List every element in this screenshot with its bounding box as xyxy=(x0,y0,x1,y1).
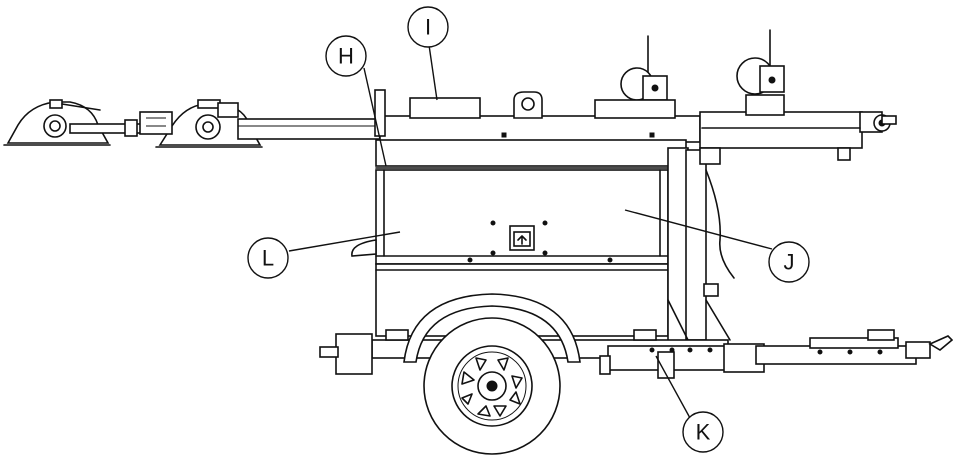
callout-l: L xyxy=(247,237,289,279)
lamp-head-center xyxy=(155,99,263,148)
leader-lines xyxy=(288,44,773,419)
callout-j-label: J xyxy=(784,250,795,275)
callout-i: I xyxy=(407,6,449,48)
top-winch-2 xyxy=(736,29,785,116)
mast-post xyxy=(667,147,735,345)
lamp-crossbar xyxy=(69,111,173,137)
callout-k: K xyxy=(682,411,724,453)
wheel xyxy=(423,317,561,455)
side-handle xyxy=(351,239,377,257)
door-latch xyxy=(490,220,548,256)
callout-l-label: L xyxy=(262,246,274,271)
mast-end-bracket xyxy=(699,111,897,161)
wheel-fender xyxy=(403,293,581,363)
callout-h: H xyxy=(325,35,367,77)
top-components xyxy=(374,89,543,137)
folded-mast xyxy=(237,115,709,143)
callout-k-label: K xyxy=(696,420,711,445)
callout-h-label: H xyxy=(338,44,354,69)
top-winch-1 xyxy=(594,35,676,119)
lamp-head-left xyxy=(3,99,111,146)
callout-i-label: I xyxy=(425,15,431,40)
callout-j: J xyxy=(768,241,810,283)
